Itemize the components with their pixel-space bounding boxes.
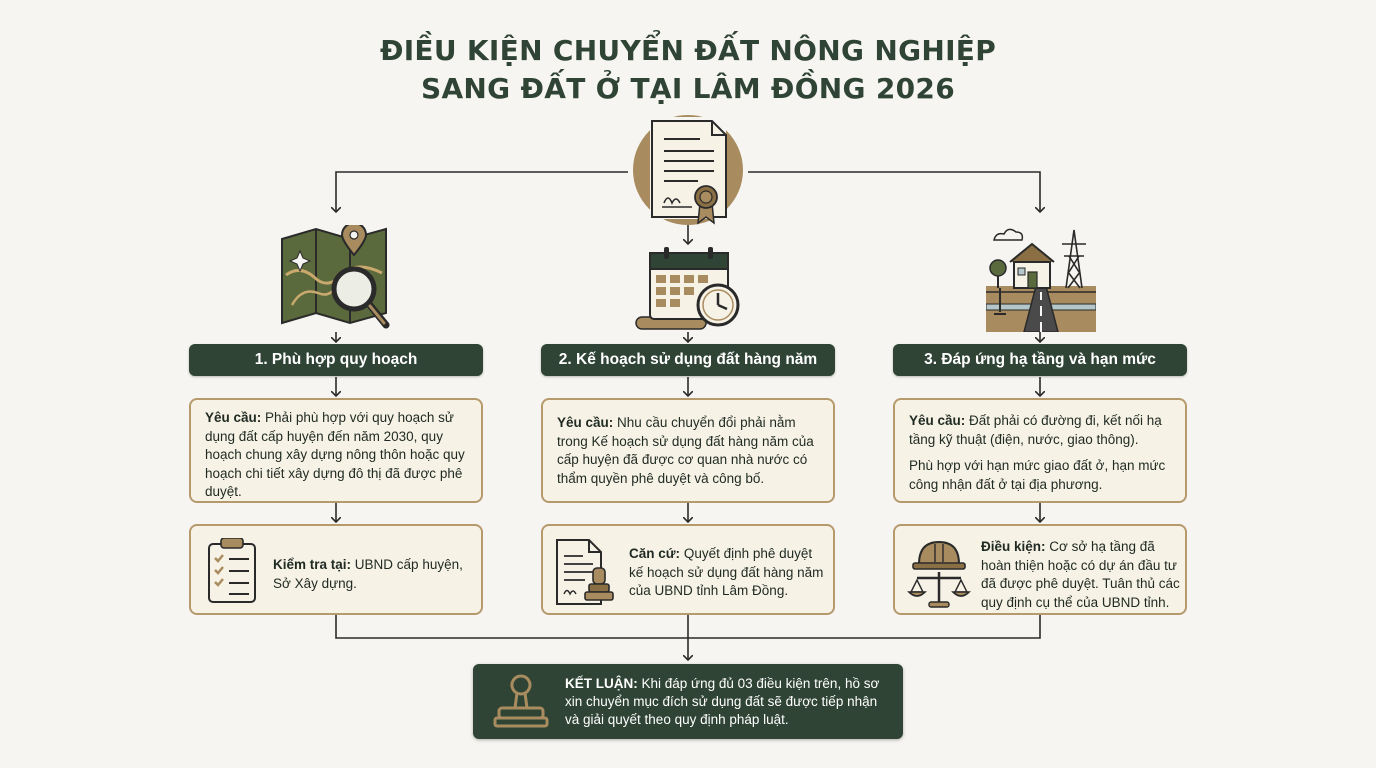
header-infrastructure: 3. Đáp ứng hạ tầng và hạn mức: [893, 344, 1187, 376]
header-annual-plan: 2. Kế hoạch sử dụng đất hàng năm: [541, 344, 835, 376]
calendar-clock-icon: [635, 247, 740, 330]
detail-label: Căn cứ:: [629, 546, 681, 561]
detail-label: Điều kiện:: [981, 539, 1046, 554]
document-stamp-icon: [556, 539, 614, 605]
page-title: ĐIỀU KIỆN CHUYỂN ĐẤT NÔNG NGHIỆP SANG ĐẤ…: [0, 32, 1376, 108]
document-seal-icon: [633, 115, 743, 225]
detail-text: UBND cấp huyện, Sở Xây dựng.: [273, 557, 463, 591]
title-line-2: SANG ĐẤT Ở TẠI LÂM ĐỒNG 2026: [420, 72, 955, 105]
requirement-label: Yêu cầu:: [205, 410, 262, 425]
title-line-1: ĐIỀU KIỆN CHUYỂN ĐẤT NÔNG NGHIỆP: [379, 34, 997, 67]
conclusion-box: KẾT LUẬN: Khi đáp ứng đủ 03 điều kiện tr…: [473, 664, 903, 739]
requirement-card-annual-plan: Yêu cầu: Nhu cầu chuyển đổi phải nằm tro…: [541, 398, 835, 503]
requirement-label: Yêu cầu:: [557, 415, 614, 430]
detail-card-planning: Kiểm tra tại: UBND cấp huyện, Sở Xây dựn…: [189, 524, 483, 615]
header-planning: 1. Phù hợp quy hoạch: [189, 344, 483, 376]
conclusion-text: Khi đáp ứng đủ 03 điều kiện trên, hồ sơ …: [565, 676, 880, 727]
stamp-icon: [493, 674, 549, 728]
detail-card-annual-plan: Căn cứ: Quyết định phê duyệt kế hoạch sử…: [541, 524, 835, 615]
requirement-card-infrastructure: Yêu cầu: Đất phải có đường đi, kết nối h…: [893, 398, 1187, 503]
requirement-text: Phải phù hợp với quy hoạch sử dụng đất c…: [205, 410, 465, 499]
requirement-text: Nhu cầu chuyển đổi phải nằm trong Kế hoạ…: [557, 415, 814, 486]
conclusion-label: KẾT LUẬN:: [565, 676, 638, 691]
requirement-text-2: Phù hợp với hạn mức giao đất ở, hạn mức …: [909, 458, 1166, 492]
checklist-icon: [208, 538, 256, 603]
detail-card-infrastructure: Điều kiện: Cơ sở hạ tầng đã hoàn thiện h…: [893, 524, 1187, 615]
hardhat-scale-icon: [907, 540, 971, 608]
detail-text: Quyết định phê duyệt kế hoạch sử dụng đấ…: [629, 546, 824, 598]
requirement-card-planning: Yêu cầu: Phải phù hợp với quy hoạch sử d…: [189, 398, 483, 503]
requirement-text: Đất phải có đường đi, kết nối hạ tầng kỹ…: [909, 413, 1162, 447]
detail-text: Cơ sở hạ tầng đã hoàn thiện hoặc có dự á…: [981, 539, 1180, 610]
house-infrastructure-icon: [986, 228, 1096, 332]
detail-label: Kiểm tra tại:: [273, 557, 352, 572]
requirement-label: Yêu cầu:: [909, 413, 966, 428]
map-search-icon: [281, 225, 390, 329]
